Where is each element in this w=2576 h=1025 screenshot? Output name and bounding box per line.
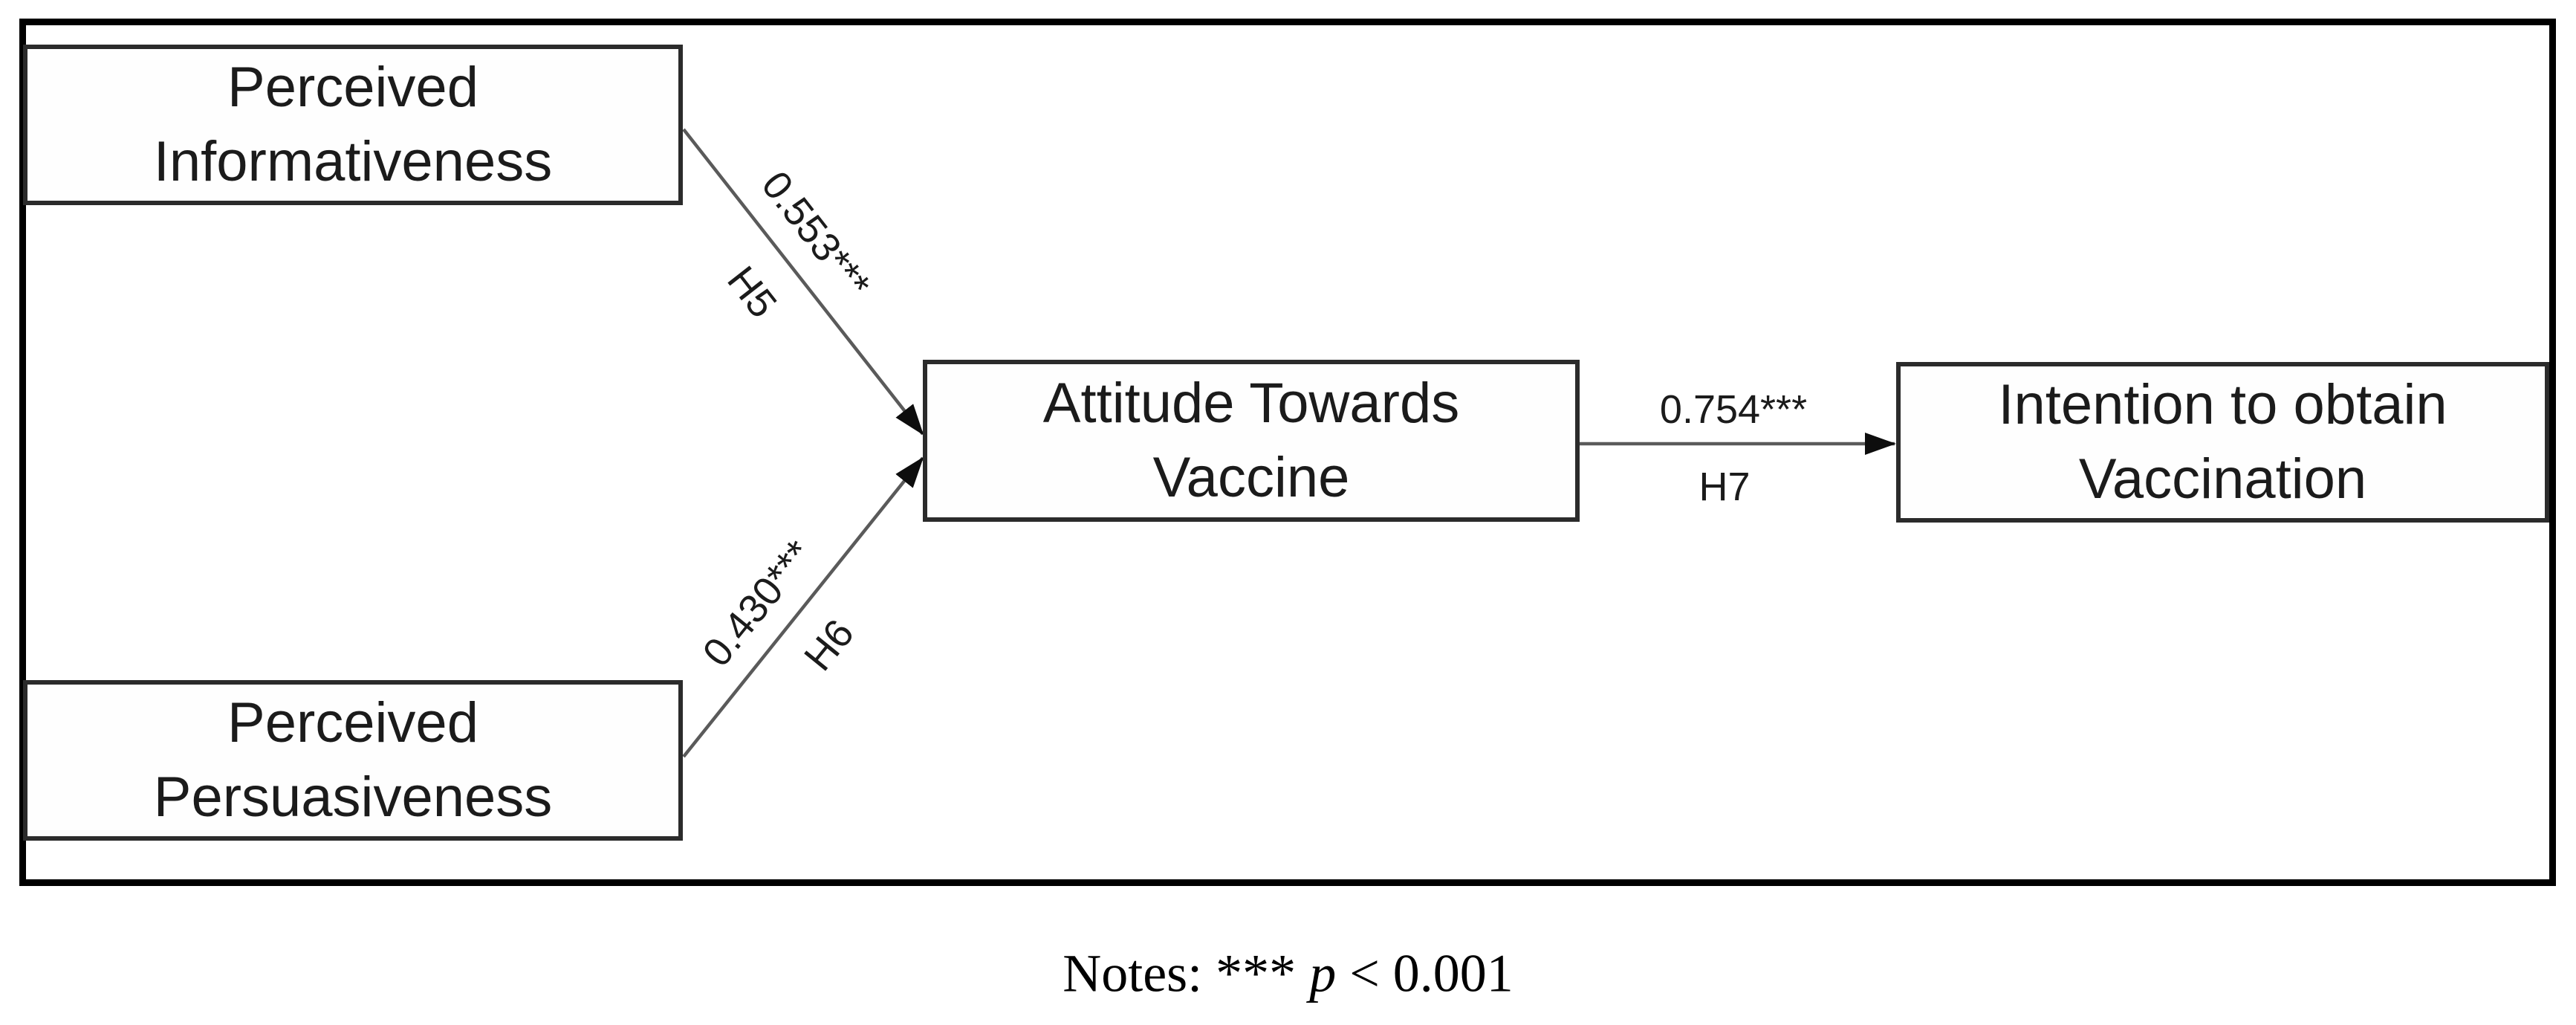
h7-coefficient-label: 0.754*** bbox=[1659, 387, 1808, 432]
node-label-line: Informativeness bbox=[153, 130, 553, 193]
node-perceived-persuasiveness: Perceived Persuasiveness bbox=[23, 680, 683, 841]
node-label-line: Vaccine bbox=[1152, 446, 1350, 509]
node-perceived-informativeness: Perceived Informativeness bbox=[23, 45, 683, 205]
notes-p-symbol: p bbox=[1309, 943, 1337, 1003]
notes-suffix: < 0.001 bbox=[1336, 943, 1514, 1003]
node-label-line: Perceived bbox=[227, 691, 478, 754]
figure-notes: Notes: *** p < 0.001 bbox=[0, 943, 2576, 1005]
node-label-line: Attitude Towards bbox=[1042, 372, 1460, 435]
h5-path-line bbox=[682, 128, 924, 436]
diagram-frame bbox=[19, 19, 2556, 886]
node-label-line: Persuasiveness bbox=[153, 766, 553, 829]
node-label-line: Perceived bbox=[227, 56, 478, 119]
notes-prefix: Notes: *** bbox=[1062, 943, 1310, 1003]
node-attitude-towards-vaccine: Attitude Towards Vaccine bbox=[923, 360, 1580, 522]
h7-hypothesis-label: H7 bbox=[1699, 465, 1751, 509]
node-label-line: Vaccination bbox=[2078, 447, 2367, 511]
node-label-line: Intention to obtain bbox=[1998, 373, 2447, 436]
h6-path-line bbox=[682, 456, 924, 758]
node-intention-to-obtain-vaccination: Intention to obtain Vaccination bbox=[1896, 362, 2549, 523]
